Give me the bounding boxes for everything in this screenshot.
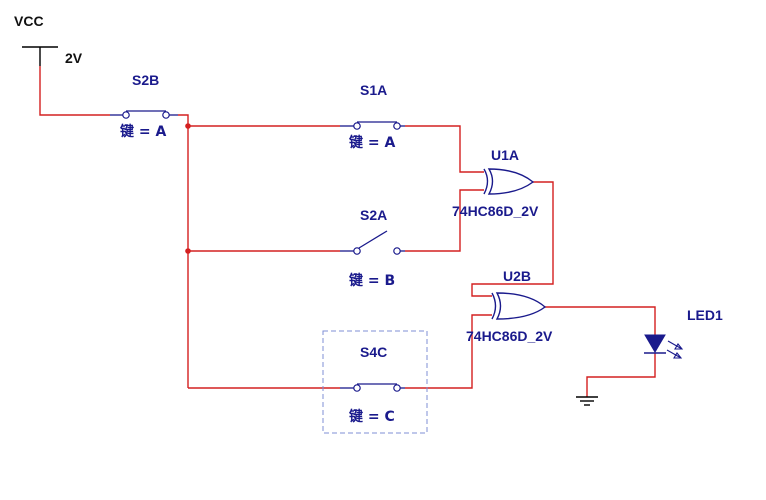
wire-s1a-u1a — [405, 125, 484, 173]
gate-u2b[interactable]: U2B 74HC86D_2V — [466, 268, 553, 344]
gate-u1a[interactable]: U1A 74HC86D_2V — [452, 147, 539, 219]
led-ref: LED1 — [687, 307, 723, 323]
switch-s4c-ref: S4C — [360, 344, 387, 360]
wire-u1a-u2b — [471, 181, 554, 297]
led-led1[interactable]: LED1 — [644, 307, 723, 359]
switch-s1a-key-label: 键 = A — [348, 134, 395, 151]
gate-u2b-body — [495, 292, 547, 320]
vcc-label: VCC — [14, 13, 44, 29]
switch-s2b-contact-right — [162, 111, 170, 119]
switch-s2a-blade — [358, 230, 388, 249]
led-diode-triangle — [644, 334, 666, 353]
gate-u1a-body — [487, 168, 535, 195]
switch-s2a-key-label: 键 = B — [348, 272, 395, 289]
selection-box — [322, 330, 428, 434]
switch-s2b-contact-left — [122, 111, 130, 119]
switch-s1a-contact-left — [353, 122, 361, 130]
wire-led-ground — [586, 353, 656, 397]
gate-u2b-xor-arc — [491, 292, 497, 320]
switch-s2b-ref: S2B — [132, 72, 159, 88]
switch-s4c-contact-left — [353, 384, 361, 392]
wire-s4c-u2b — [405, 314, 492, 389]
vcc-voltage-label: 2V — [65, 50, 83, 66]
vcc-source[interactable]: VCC 2V — [14, 13, 83, 66]
wire-s2a-u1a — [405, 189, 484, 252]
switch-s2a-ref: S2A — [360, 207, 387, 223]
wire-s2b-s1a — [178, 114, 340, 127]
junction-dot-middle — [185, 248, 191, 254]
switch-s2a[interactable]: S2A 键 = B — [340, 207, 405, 289]
switch-s2a-contact-right — [393, 247, 401, 255]
switch-s4c-key-label: 键 = C — [348, 408, 395, 425]
ground-icon — [576, 396, 598, 406]
junction-dot-top — [185, 123, 191, 129]
switch-s2b-key-label: 键 = A — [119, 123, 166, 140]
switch-s4c[interactable]: S4C 键 = C — [322, 330, 428, 434]
gate-u2b-ref: U2B — [503, 268, 531, 284]
switch-s1a-ref: S1A — [360, 82, 387, 98]
switch-s4c-contact-right — [393, 384, 401, 392]
gate-u2b-part: 74HC86D_2V — [466, 328, 553, 344]
gate-u1a-ref: U1A — [491, 147, 519, 163]
led-emission-arrows — [666, 340, 684, 359]
wires — [39, 66, 656, 397]
wire-u2b-led — [545, 306, 656, 335]
gate-u1a-xor-arc — [483, 168, 489, 195]
switch-s1a[interactable]: S1A 键 = A — [340, 82, 405, 151]
wire-vcc-s2b — [39, 66, 110, 116]
switch-s2a-contact-left — [353, 247, 361, 255]
gate-u1a-part: 74HC86D_2V — [452, 203, 539, 219]
switch-s1a-contact-right — [393, 122, 401, 130]
switch-s2b[interactable]: S2B 键 = A — [110, 72, 178, 140]
